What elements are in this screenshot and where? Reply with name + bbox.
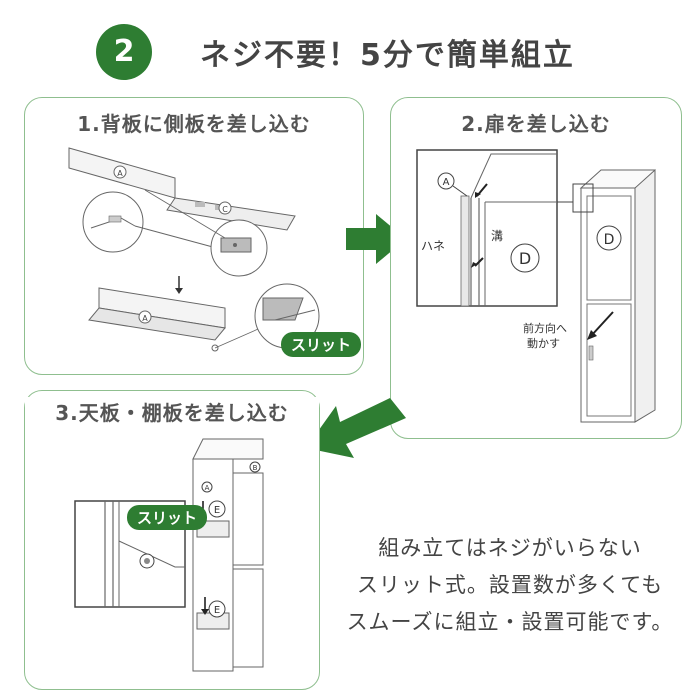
step3-title: 3.天板・棚板を差し込む: [25, 397, 319, 426]
step2-label-a: A: [443, 177, 450, 188]
step2-panel: 2.扉を差し込む A D ハネ 溝 D 前方向へ 動かす: [390, 97, 682, 439]
step3-panel: 3.天板・棚板を差し込む A B E E スリット: [24, 390, 320, 690]
step-badge: 2: [96, 24, 152, 80]
step1-panel: 1.背板に側板を差し込む A C A スリット: [24, 97, 364, 375]
step2-title: 2.扉を差し込む: [461, 112, 611, 136]
step2-groove-label: 溝: [491, 229, 503, 243]
step3-slit-tag: スリット: [127, 505, 208, 530]
step1-label-c: C: [222, 205, 228, 214]
step1-title: 1.背板に側板を差し込む: [77, 112, 311, 136]
note-line-1: 組み立てはネジがいらない: [378, 536, 642, 560]
step2-hane-label: ハネ: [421, 239, 445, 253]
step2-direction-line1: 前方向へ: [523, 321, 567, 335]
header: 2 ネジ不要！5分で簡単組立: [0, 0, 700, 90]
step3-label-e2: E: [214, 605, 220, 616]
page-title: ネジ不要！5分で簡単組立: [200, 38, 575, 73]
step3-label-a: A: [205, 484, 210, 492]
down-left-arrow-icon: [306, 398, 406, 458]
step3-illustration: A B E E: [74, 438, 264, 672]
step1-label-a2: A: [142, 314, 148, 323]
step1-label-a: A: [117, 169, 123, 178]
note-line-2: スリット式。設置数が多くても: [356, 573, 664, 597]
step2-direction-line2: 動かす: [527, 336, 560, 350]
step1-illustration: A C A: [68, 147, 320, 352]
step3-label-e: E: [214, 505, 220, 516]
step3-label-b: B: [253, 464, 258, 472]
step2-illustration: A D ハネ 溝 D 前方向へ 動かす: [416, 149, 656, 423]
step2-label-d2: D: [604, 232, 615, 248]
step1-slit-tag: スリット: [281, 332, 362, 357]
feature-note: 組み立てはネジがいらない スリット式。設置数が多くても スムーズに組立・設置可能…: [340, 530, 680, 641]
note-line-3: スムーズに組立・設置可能です。: [346, 610, 674, 634]
step2-label-d: D: [519, 249, 531, 268]
